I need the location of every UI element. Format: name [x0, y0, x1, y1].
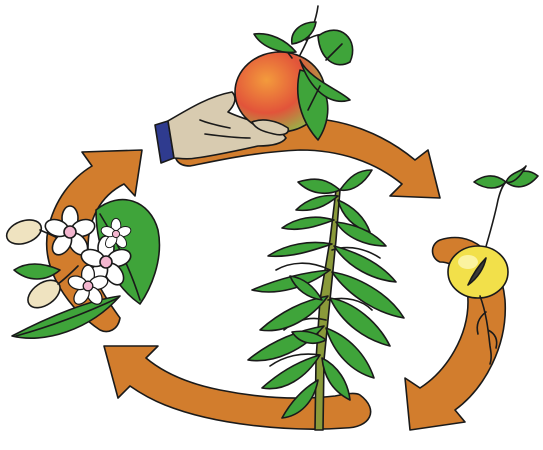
fruit-leaf [318, 30, 353, 64]
seedling-leaf [474, 176, 506, 188]
fruit-leaf [254, 34, 296, 53]
arrow-tree-to-flowers [104, 346, 371, 429]
flower-bud [3, 216, 44, 249]
sapling-icon [248, 170, 404, 430]
fruit-leaf [292, 22, 316, 44]
